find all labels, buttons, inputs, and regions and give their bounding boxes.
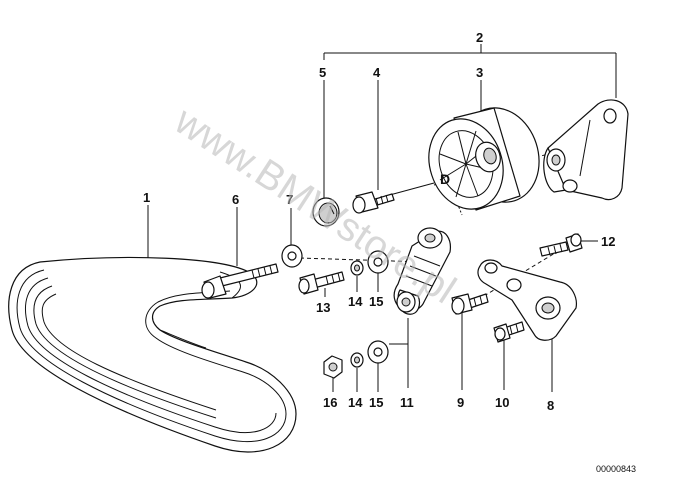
callout-12: 12 <box>601 234 615 249</box>
flat-washer <box>367 250 389 274</box>
ribbed-v-belt <box>8 256 297 453</box>
flat-washer-lower <box>367 340 389 364</box>
callout-labels: 2 3 4 5 1 6 7 12 13 14 15 16 14 15 11 9 … <box>143 30 615 413</box>
callout-10: 10 <box>495 395 509 410</box>
callout-14-upper: 14 <box>348 294 363 309</box>
callout-11: 11 <box>400 395 414 410</box>
callout-9: 9 <box>457 395 464 410</box>
spring-washer <box>350 260 364 276</box>
callout-15-upper: 15 <box>369 294 383 309</box>
callout-5: 5 <box>319 65 326 80</box>
dimension-label-d: D <box>440 171 450 187</box>
spring-washer-lower <box>350 352 364 368</box>
long-hex-bolt <box>201 263 279 299</box>
callout-3: 3 <box>476 65 483 80</box>
hex-bolt-top <box>539 233 583 257</box>
callout-4: 4 <box>373 65 381 80</box>
reference-number: 00000843 <box>596 464 636 474</box>
callout-15-lower: 15 <box>369 395 383 410</box>
dust-cap <box>312 197 340 227</box>
callout-16: 16 <box>323 395 337 410</box>
washer <box>281 244 303 268</box>
callout-7: 7 <box>286 192 293 207</box>
mounting-bracket <box>477 259 577 341</box>
hex-bolt <box>352 191 395 214</box>
callout-1: 1 <box>143 190 150 205</box>
hex-bolt-small <box>493 321 525 343</box>
hex-bolt-bracket <box>451 293 489 315</box>
callout-8: 8 <box>547 398 554 413</box>
deflection-pulley <box>428 107 540 211</box>
tensioner-damper <box>393 227 451 315</box>
callout-13: 13 <box>316 300 330 315</box>
tensioner-assembly <box>543 99 629 201</box>
callout-6: 6 <box>232 192 239 207</box>
callout-2: 2 <box>476 30 483 45</box>
hex-bolt-short <box>298 271 345 295</box>
callout-14-lower: 14 <box>348 395 363 410</box>
hex-nut <box>323 355 343 379</box>
